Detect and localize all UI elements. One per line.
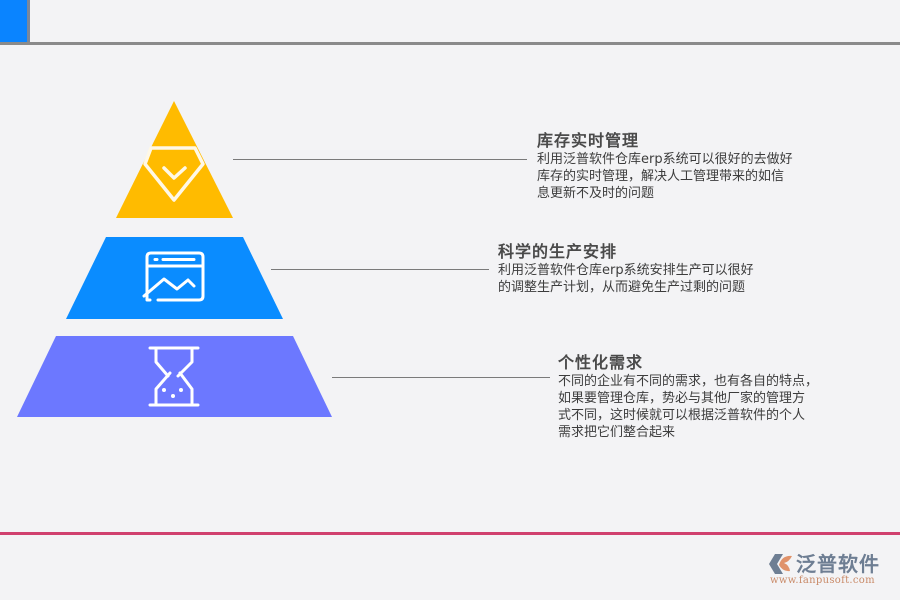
pyramid-tier-3 — [17, 336, 332, 417]
hourglass-icon — [148, 346, 200, 407]
info-desc-line: 利用泛普软件仓库erp系统可以很好的去做好 — [537, 152, 793, 167]
info-desc-line: 息更新不及时的问题 — [537, 186, 655, 201]
top-accent-bar — [0, 0, 27, 42]
hourglass-sand-icon — [162, 388, 183, 398]
bottom-divider — [0, 532, 900, 535]
top-divider — [0, 42, 900, 45]
pyramid-tier-2 — [66, 237, 283, 319]
connector-line-2 — [271, 269, 489, 270]
info-desc-line: 利用泛普软件仓库erp系统安排生产可以很好 — [498, 263, 754, 278]
info-title: 库存实时管理 — [537, 131, 640, 150]
connector-line-1 — [233, 159, 527, 160]
chart-window-icon — [142, 251, 205, 302]
info-desc-line: 如果要管理仓库，势必与其他厂家的管理方 — [558, 391, 806, 406]
connector-line-3 — [332, 377, 550, 378]
top-accent-edge — [27, 0, 30, 45]
diamond-check-icon — [143, 146, 205, 202]
info-block-3: 个性化需求 不同的企业有不同的需求，也有各自的特点， 如果要管理仓库，势必与其他… — [558, 353, 818, 441]
fanpu-logo-icon — [769, 554, 792, 574]
logo-name: 泛普软件 — [796, 552, 880, 576]
logo-url: www.fanpusoft.com — [770, 575, 875, 586]
info-block-2: 科学的生产安排 利用泛普软件仓库erp系统安排生产可以很好 的调整生产计划，从而… — [498, 242, 754, 296]
info-desc-line: 式不同，这时候就可以根据泛普软件的个人 — [558, 408, 806, 423]
pyramid-tier-1 — [116, 101, 233, 218]
info-desc-line: 库存的实时管理，解决人工管理带来的如信 — [537, 169, 785, 184]
info-title: 科学的生产安排 — [498, 242, 618, 261]
info-block-1: 库存实时管理 利用泛普软件仓库erp系统可以很好的去做好 库存的实时管理，解决人… — [537, 131, 793, 202]
info-desc-line: 需求把它们整合起来 — [558, 425, 676, 440]
info-desc-line: 的调整生产计划，从而避免生产过剩的问题 — [498, 280, 746, 295]
brand-logo: 泛普软件 www.fanpusoft.com — [768, 552, 893, 588]
info-desc-line: 不同的企业有不同的需求，也有各自的特点， — [558, 374, 819, 389]
info-title: 个性化需求 — [558, 353, 644, 372]
